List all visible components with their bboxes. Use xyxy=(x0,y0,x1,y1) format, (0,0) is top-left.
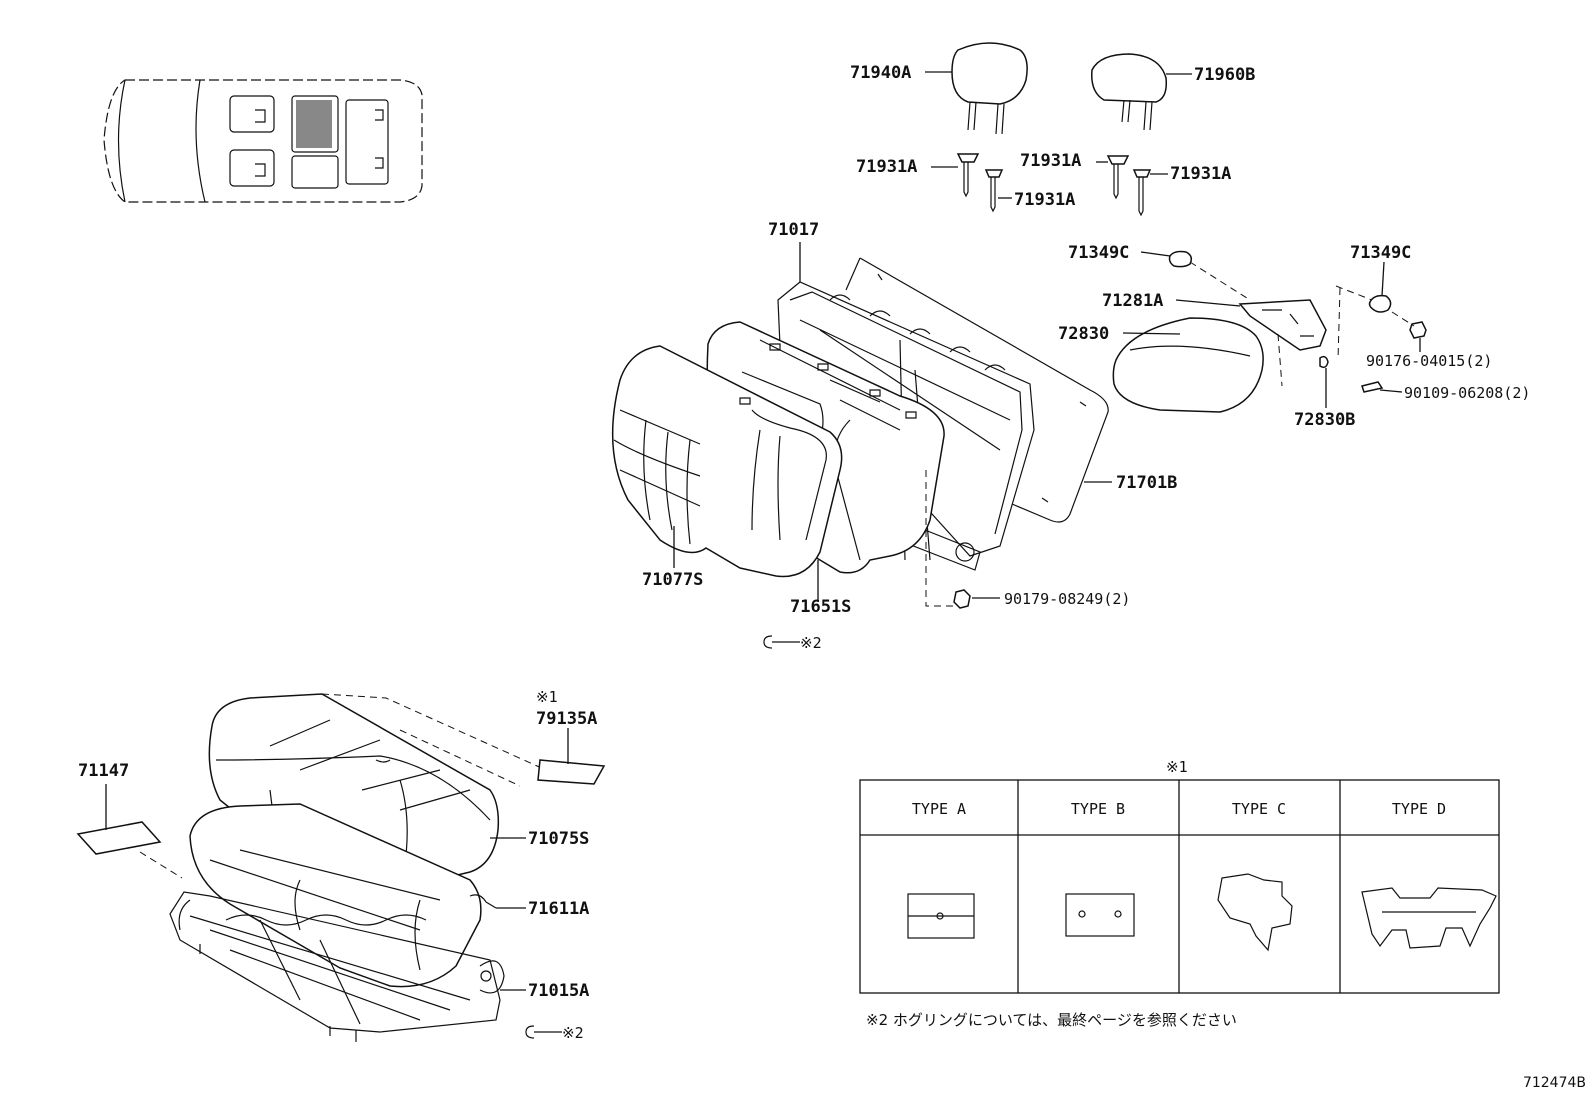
illustration-id: 712474B xyxy=(1522,1075,1586,1091)
label-71940A: 71940A xyxy=(850,63,911,83)
label-72830: 72830 xyxy=(1058,324,1109,344)
hog-ring-note: ※2 ホグリングについては、最終ページを参照ください xyxy=(866,1011,1237,1029)
label-71701B: 71701B xyxy=(1116,473,1177,493)
label-71075S: 71075S xyxy=(528,829,589,849)
type-b-shape xyxy=(1065,893,1135,937)
table-header-type-d: TYPE D xyxy=(1392,800,1446,818)
pad-79135A xyxy=(537,728,606,785)
label-71931A: 71931A xyxy=(856,157,917,177)
headrest-71940A xyxy=(925,42,1028,135)
label-90109-06208: 90109-06208(2) xyxy=(1404,384,1530,402)
type-a-shape xyxy=(907,893,975,939)
table-title: ※1 xyxy=(1166,758,1188,776)
table-header-type-c: TYPE C xyxy=(1232,800,1286,818)
table-header-type-b: TYPE B xyxy=(1071,800,1125,818)
bolt-90179 xyxy=(925,470,1000,609)
part-labels: 71940A 71960B 71931A 71931A 71931A 71931… xyxy=(78,63,1530,1042)
seat-frame-71015A xyxy=(169,891,526,1042)
label-71017: 71017 xyxy=(768,220,819,240)
label-90179-08249: 90179-08249(2) xyxy=(1004,590,1130,608)
type-c-shape xyxy=(1217,873,1293,952)
label-71015A: 71015A xyxy=(528,981,589,1001)
seatback-cover-71077S xyxy=(611,345,843,578)
label-71931A: 71931A xyxy=(1170,164,1231,184)
label-71281A: 71281A xyxy=(1102,291,1163,311)
label-71077S: 71077S xyxy=(642,570,703,590)
type-d-shape xyxy=(1361,887,1497,949)
hog-ring-icon xyxy=(525,1025,562,1039)
pad-71147 xyxy=(76,784,183,879)
pad-type-table xyxy=(859,779,1500,994)
label-71349C: 71349C xyxy=(1350,243,1411,263)
headrest-71960B xyxy=(1091,53,1192,131)
back-board-71701B xyxy=(845,257,1112,523)
label-ref1: ※1 xyxy=(536,688,558,706)
label-71931A: 71931A xyxy=(1014,190,1075,210)
table-header-type-a: TYPE A xyxy=(912,800,966,818)
armrest-assembly xyxy=(1112,250,1427,413)
vehicle-locator-illustration xyxy=(103,79,423,203)
label-hog-ring-ref: ※2 xyxy=(562,1024,584,1042)
label-71960B: 71960B xyxy=(1194,65,1255,85)
hog-ring-icon xyxy=(763,635,800,649)
label-hog-ring-ref: ※2 xyxy=(800,634,822,652)
headrest-support-parts xyxy=(931,153,1168,217)
label-71147: 71147 xyxy=(78,761,129,781)
label-71349C: 71349C xyxy=(1068,243,1129,263)
label-71651S: 71651S xyxy=(790,597,851,617)
label-72830B: 72830B xyxy=(1294,410,1355,430)
label-71931A: 71931A xyxy=(1020,151,1081,171)
label-79135A: 79135A xyxy=(536,709,597,729)
label-90176-04015: 90176-04015(2) xyxy=(1366,352,1492,370)
label-71611A: 71611A xyxy=(528,899,589,919)
